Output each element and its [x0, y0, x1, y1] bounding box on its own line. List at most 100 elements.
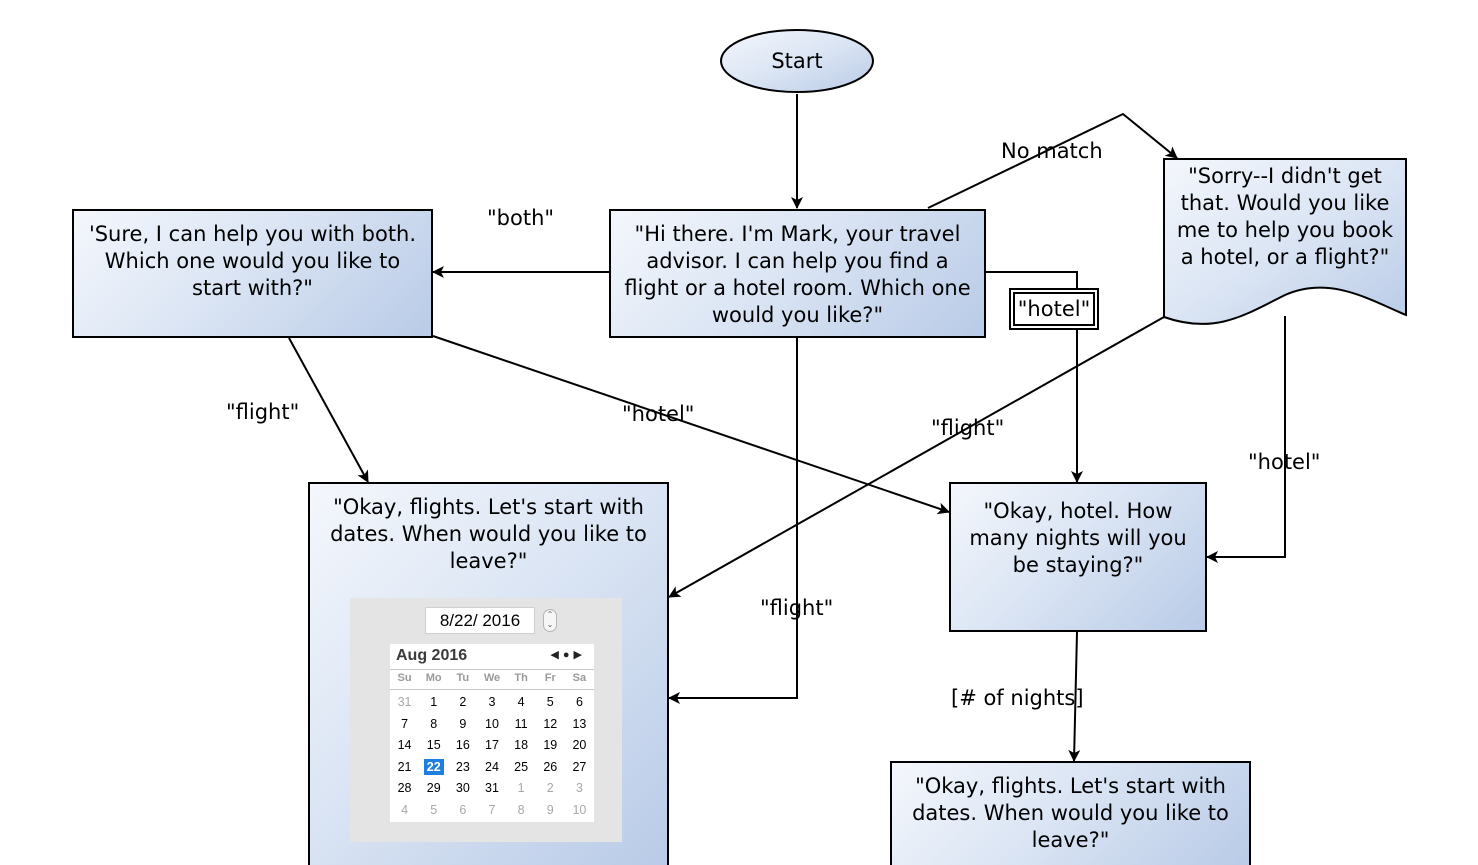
calendar-day-number: 19: [543, 738, 558, 753]
calendar-day[interactable]: 9: [536, 800, 565, 822]
hotel-nights-text: "Okay, hotel. How many nights will you b…: [969, 499, 1187, 577]
calendar-day[interactable]: 10: [565, 800, 594, 822]
weekday-label: Sa: [572, 672, 587, 684]
label-hotel-right: "hotel": [1248, 450, 1321, 474]
calendar-day[interactable]: 15: [419, 735, 448, 757]
calendar-day-number: 8: [517, 802, 525, 817]
calendar-day-selected[interactable]: 22: [419, 757, 448, 779]
calendar-day[interactable]: 18: [507, 735, 536, 757]
date-input[interactable]: 8/22/ 2016: [425, 607, 535, 634]
calendar-day[interactable]: 16: [448, 735, 477, 757]
calendar-day-number: 31: [397, 695, 412, 709]
calendar-day-number: 25: [514, 759, 529, 774]
calendar-day-number: 20: [572, 738, 587, 753]
today-dot-icon[interactable]: ●: [562, 649, 574, 661]
calendar-day[interactable]: 10: [477, 714, 506, 736]
calendar-day[interactable]: 7: [390, 714, 419, 736]
calendar-day[interactable]: 19: [536, 735, 565, 757]
calendar-day[interactable]: 5: [419, 800, 448, 822]
calendar-day[interactable]: 7: [477, 800, 506, 822]
calendar-day-number: 26: [543, 759, 558, 774]
calendar-day-number: 3: [575, 781, 583, 796]
label-hotel-boxed-inner: "hotel": [1013, 292, 1095, 326]
calendar-day-number: 6: [575, 695, 583, 709]
calendar-day-number: 16: [455, 738, 470, 753]
calendar-day-number: 21: [397, 759, 412, 774]
calendar-day[interactable]: 4: [507, 692, 536, 714]
calendar-day-number: 23: [455, 759, 470, 774]
calendar-day[interactable]: 9: [448, 714, 477, 736]
calendar-day[interactable]: 3: [565, 778, 594, 800]
calendar-day-number: 12: [543, 716, 558, 731]
calendar-day[interactable]: 29: [419, 778, 448, 800]
stepper-down-icon[interactable]: ⌄: [546, 620, 554, 629]
calendar-day[interactable]: 5: [536, 692, 565, 714]
calendar-day[interactable]: 30: [448, 778, 477, 800]
weekday-label: Su: [397, 672, 412, 684]
calendar-day[interactable]: 17: [477, 735, 506, 757]
edge-greeting-flight: [668, 338, 798, 704]
calendar-day[interactable]: 20: [565, 735, 594, 757]
calendar-day[interactable]: 24: [477, 757, 506, 779]
sorry-node: "Sorry--I didn't get that. Would you lik…: [1164, 159, 1406, 279]
calendar-day[interactable]: 26: [536, 757, 565, 779]
calendar-day[interactable]: 6: [448, 800, 477, 822]
calendar-day[interactable]: 3: [477, 692, 506, 714]
calendar-day[interactable]: 1: [507, 778, 536, 800]
calendar-day[interactable]: 13: [565, 714, 594, 736]
date-stepper[interactable]: ⌃ ⌄: [543, 609, 557, 632]
calendar-day[interactable]: 31: [477, 778, 506, 800]
edge-sorry-flight: [668, 316, 1165, 598]
calendar-header: Aug 2016 ◀●▶: [390, 647, 594, 667]
edge-both-hotel: [432, 335, 950, 515]
calendar-day[interactable]: 8: [419, 714, 448, 736]
calendar-day-number: 24: [485, 759, 499, 774]
sorry-text: "Sorry--I didn't get that. Would you lik…: [1176, 164, 1394, 269]
label-flight-bottom: "flight": [760, 596, 834, 620]
hotel-nights-node: "Okay, hotel. How many nights will you b…: [949, 482, 1207, 632]
weekday-label: Mo: [425, 672, 442, 684]
prev-triangle-icon[interactable]: ◀: [550, 649, 563, 661]
calendar-day[interactable]: 2: [536, 778, 565, 800]
calendar-day-number: 22: [423, 758, 444, 775]
calendar-day[interactable]: 27: [565, 757, 594, 779]
calendar-day-number: 7: [488, 802, 496, 817]
calendar-day[interactable]: 11: [507, 714, 536, 736]
calendar-day[interactable]: 31: [390, 692, 419, 714]
label-both: "both": [487, 206, 555, 230]
calendar-day[interactable]: 12: [536, 714, 565, 736]
stepper-up-icon[interactable]: ⌃: [546, 610, 554, 619]
calendar-day-number: 13: [572, 716, 587, 731]
calendar-day[interactable]: 28: [390, 778, 419, 800]
calendar-day-number: 30: [455, 781, 470, 796]
calendar-day[interactable]: 6: [565, 692, 594, 714]
calendar-day-number: 8: [430, 716, 438, 731]
calendar-day[interactable]: 25: [507, 757, 536, 779]
sorry-document-shape: [1163, 158, 1407, 325]
label-nights: [# of nights]: [951, 686, 1084, 710]
calendar-day[interactable]: 1: [419, 692, 448, 714]
calendar-week-row: 7 8 9 10 11 12 13: [390, 714, 594, 736]
next-triangle-icon[interactable]: ▶: [573, 649, 586, 661]
calendar-day[interactable]: 23: [448, 757, 477, 779]
calendar-day-number: 5: [546, 695, 554, 709]
flights-dates-text-2: "Okay, flights. Let's start with dates. …: [912, 774, 1229, 852]
calendar-day-number: 11: [514, 716, 528, 731]
calendar-day-number: 7: [401, 716, 409, 731]
calendar-day-number: 31: [485, 781, 499, 796]
edge-nomatch: [927, 112, 1178, 209]
label-flight-left: "flight": [226, 400, 300, 424]
calendar-day[interactable]: 21: [390, 757, 419, 779]
calendar-day-number: 9: [459, 716, 467, 731]
calendar-day-number: 28: [397, 781, 412, 796]
calendar-day[interactable]: 2: [448, 692, 477, 714]
calendar-day[interactable]: 14: [390, 735, 419, 757]
calendar-day[interactable]: 8: [507, 800, 536, 822]
calendar-day[interactable]: 4: [390, 800, 419, 822]
